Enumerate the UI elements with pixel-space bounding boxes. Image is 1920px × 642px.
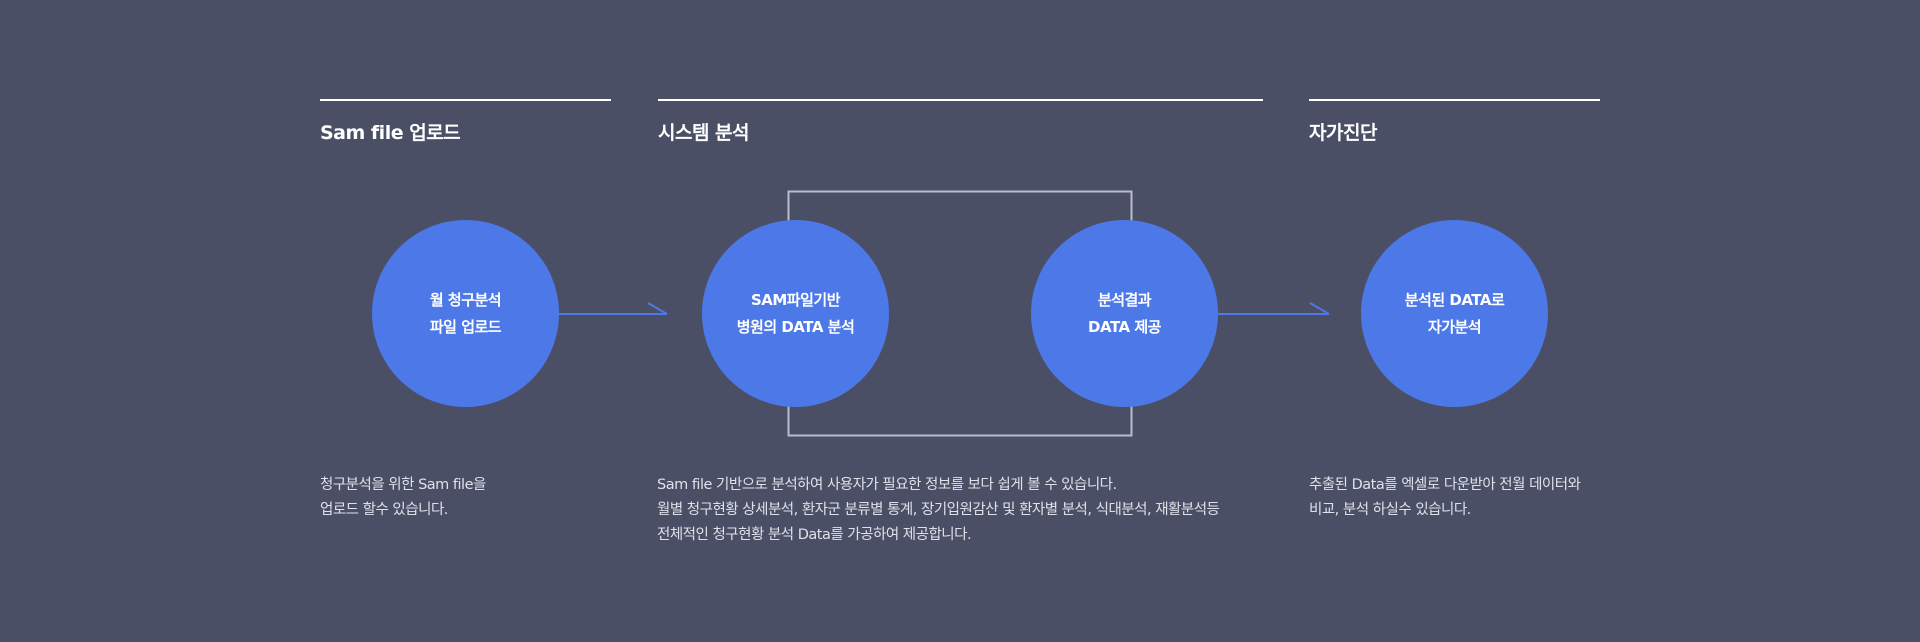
node-self-analysis: 분석된 DATA로 자가분석	[1361, 220, 1548, 407]
section-title-analysis: 시스템 분석	[658, 122, 750, 144]
description-upload: 청구분석을 위한 Sam file을 업로드 할수 있습니다.	[320, 473, 486, 523]
node-label-line2: 자가분석	[1427, 317, 1482, 336]
node-analysis-result-data: 분석결과 DATA 제공	[1031, 220, 1218, 407]
description-line: Sam file 기반으로 분석하여 사용자가 필요한 정보를 보다 쉽게 볼 …	[657, 477, 1117, 493]
description-line: 청구분석을 위한 Sam file을	[320, 477, 486, 493]
section-title-upload: Sam file 업로드	[320, 122, 461, 144]
arrow-analysis-to-self-diagnosis	[1218, 302, 1330, 315]
node-label-line2: 파일 업로드	[429, 317, 502, 336]
node-label-line1: 월 청구분석	[429, 290, 502, 309]
node-sam-data-analysis: SAM파일기반 병원의 DATA 분석	[702, 220, 889, 407]
description-analysis: Sam file 기반으로 분석하여 사용자가 필요한 정보를 보다 쉽게 볼 …	[657, 473, 1220, 548]
node-label-line2: 병원의 DATA 분석	[736, 317, 855, 336]
node-monthly-claim-upload: 월 청구분석 파일 업로드	[372, 220, 559, 407]
node-label-line1: 분석된 DATA로	[1404, 290, 1505, 309]
node-label-line2: DATA 제공	[1088, 317, 1161, 336]
description-line: 추출된 Data를 엑셀로 다운받아 전월 데이터와	[1309, 477, 1581, 493]
description-line: 전체적인 청구현황 분석 Data를 가공하여 제공합니다.	[657, 527, 972, 543]
node-label-line1: 분석결과	[1097, 290, 1152, 309]
section-title-self-diagnosis: 자가진단	[1309, 122, 1377, 144]
section-rule-upload	[320, 99, 611, 101]
description-line: 월별 청구현황 상세분석, 환자군 분류별 통계, 장기입원감산 및 환자별 분…	[657, 502, 1220, 518]
node-label-line1: SAM파일기반	[750, 290, 841, 309]
description-self-diagnosis: 추출된 Data를 엑셀로 다운받아 전월 데이터와 비교, 분석 하실수 있습…	[1309, 473, 1581, 523]
section-rule-self-diagnosis	[1309, 99, 1600, 101]
description-line: 비교, 분석 하실수 있습니다.	[1309, 502, 1471, 518]
arrow-upload-to-analysis	[558, 302, 668, 315]
section-rule-analysis	[658, 99, 1263, 101]
description-line: 업로드 할수 있습니다.	[320, 502, 448, 518]
